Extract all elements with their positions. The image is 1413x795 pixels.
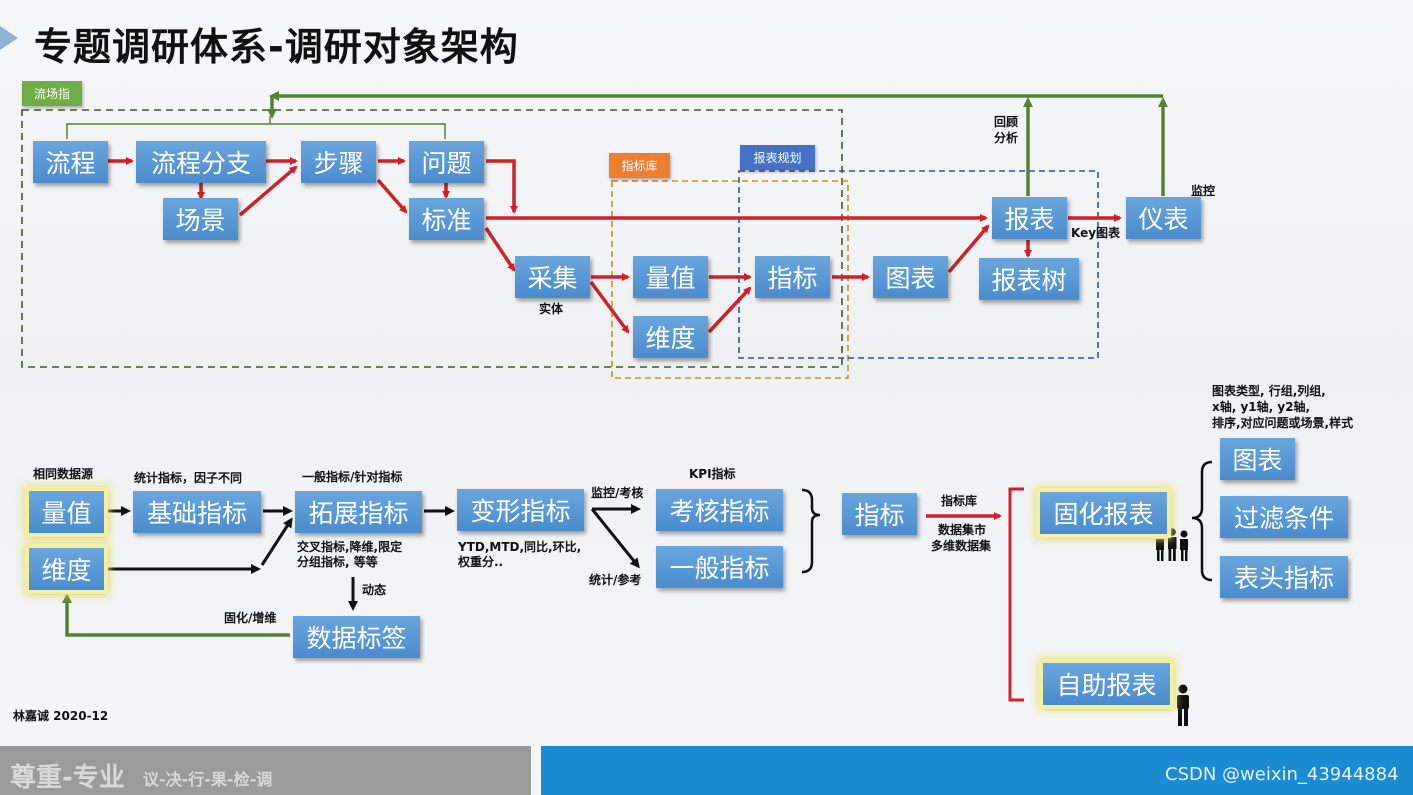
collect-box: 采集 [515,256,590,298]
filter-condition-box: 过滤条件 [1220,496,1348,538]
arrow-question-right [486,159,518,214]
arrow-step-standard [376,178,408,214]
arrow-standard-collect [484,227,516,272]
header-indicator-box: 表头指标 [1220,556,1348,598]
flow-tag: 流场指 [22,81,82,106]
entity-label: 实体 [539,302,564,316]
data-tag-box: 数据标签 [293,616,420,658]
dimension-box: 维度 [29,548,104,590]
indicator-lib-tag: 指标库 [609,153,670,178]
monitor-label: 监控 [1191,184,1216,198]
arrow-chart-report [947,224,990,274]
assessment-indicator-box: 考核指标 [656,489,783,531]
solidify-label: 固化/增维 [224,611,277,625]
report-plan-tag: 报表规划 [740,145,815,170]
curly-brace-right [801,488,821,574]
fixed-report-box: 固化报表 [1040,492,1167,534]
dimension-box-top: 维度 [633,316,708,358]
green-bracket-line [66,123,446,139]
general-specific-label: 一般指标/针对指标 [302,470,403,484]
same-source-label: 相同数据源 [33,467,94,481]
arrow-dimension-extend [260,517,293,566]
review-label: 回顾 [994,115,1019,129]
flow-frame [21,109,843,368]
indicator-lib-label: 指标库 [941,494,978,508]
chart-type-label-1: 图表类型, 行组,列组, [1212,384,1326,398]
footer-slogan: 尊重-专业 [10,763,125,793]
monitor-assess-label: 监控/考核 [591,486,644,500]
footer-right-bar [541,746,1413,795]
indicator-lib-frame [611,180,849,379]
chart-box: 图表 [1220,438,1295,480]
ytd-label-2: 权重分.. [458,555,504,569]
process-box: 流程 [33,141,108,183]
value-box-top: 量值 [633,256,708,298]
process-branch-box: 流程分支 [136,141,266,183]
transformed-indicator-box: 变形指标 [457,489,584,531]
footer-subslogan: 议-决-行-果-检-调 [143,770,273,789]
cross-indicator-label-2: 分组指标, 等等 [297,555,378,569]
page-title: 专题调研体系-调研对象架构 [34,25,519,69]
basic-indicator-box: 基础指标 [133,491,261,533]
arrow-collect-dimension [589,280,630,334]
arrow-split-general [590,508,640,569]
report-box: 报表 [992,197,1067,239]
solidify-return-arrow [62,593,290,637]
scene-box: 场景 [163,198,238,240]
question-box: 问题 [409,141,484,183]
person-icon [1177,684,1189,726]
arrow-scene-step [238,165,298,217]
general-indicator-box: 一般指标 [656,546,783,588]
arrow-dimension-indicator [707,286,752,334]
curly-brace-left [1191,460,1213,582]
chart-type-label-2: x轴, y1轴, y2轴, [1212,400,1311,414]
indicator-box-top: 指标 [755,256,830,298]
cross-indicator-label-1: 交叉指标,降维,限定 [297,540,403,554]
standard-box: 标准 [409,198,484,240]
gauge-box: 仪表 [1126,197,1201,239]
chart-box-top: 图表 [873,256,948,298]
self-service-report-box: 自助报表 [1043,663,1170,705]
footer-left-bar [0,746,531,795]
triangle-bullet-icon [0,26,18,50]
analysis-label: 分析 [994,131,1019,145]
report-tree-box: 报表树 [979,258,1079,300]
extended-indicator-box: 拓展指标 [295,491,422,533]
multi-dim-label: 多维数据集 [931,539,992,553]
chart-type-label-3: 排序,对应问题或场景,样式 [1212,416,1354,430]
stat-indicator-label: 统计指标，因子不同 [134,471,243,485]
step-box: 步骤 [301,141,376,183]
csdn-watermark: CSDN @weixin_43944884 [1165,764,1399,785]
stat-ref-label: 统计/参考 [589,573,642,587]
indicator-box: 指标 [842,493,917,535]
report-bracket [1008,487,1024,702]
ytd-label-1: YTD,MTD,同比,环比, [458,540,582,554]
report-plan-frame [738,170,1099,359]
data-mart-label: 数据集市 [938,523,987,537]
key-chart-label: Key图表 [1071,226,1121,240]
value-box: 量值 [29,491,104,533]
author-label: 林嘉诚 2020-12 [13,709,109,723]
dynamic-label: 动态 [362,583,387,597]
kpi-label: KPI指标 [689,467,736,481]
